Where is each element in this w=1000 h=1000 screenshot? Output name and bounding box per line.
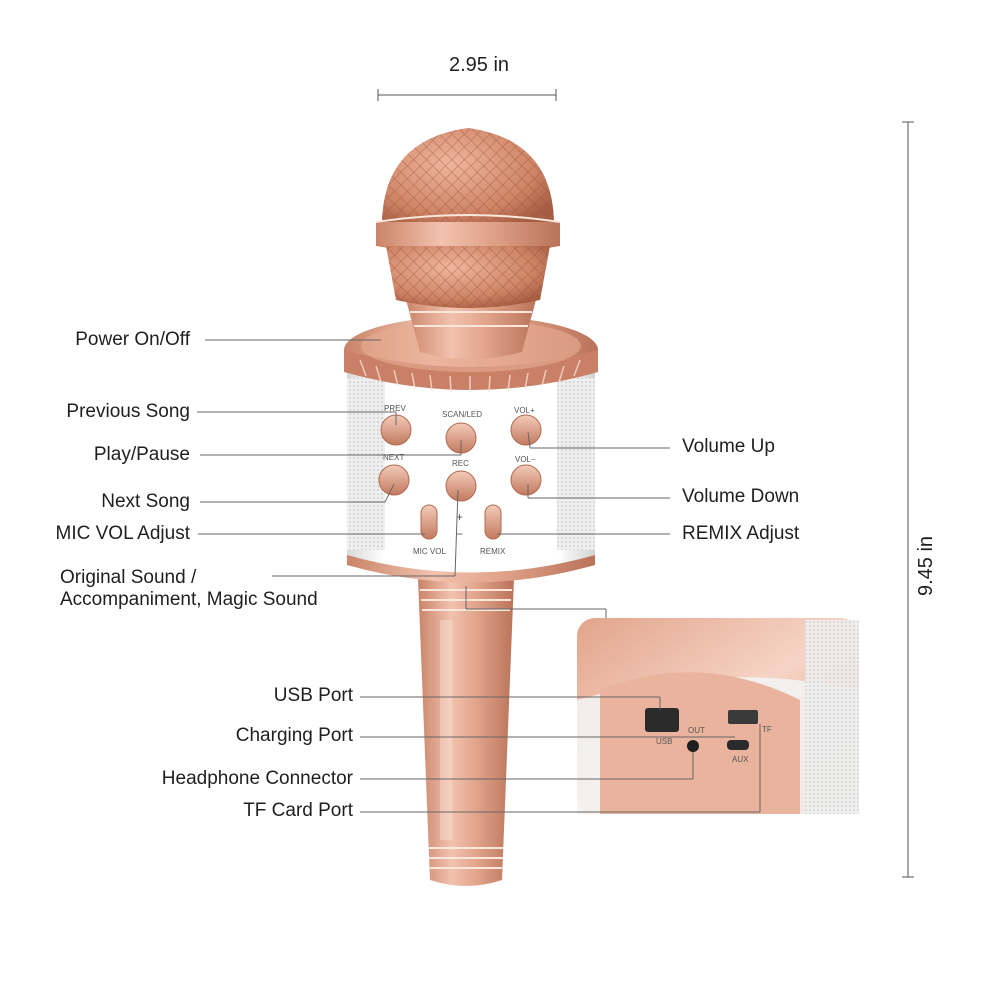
prev-label: PREV [384,404,406,413]
aux-port-label: AUX [732,755,749,764]
mic-vol-label: MIC VOL [413,547,446,556]
callout-tf-card-port: TF Card Port [243,800,353,821]
callout-play-pause: Play/Pause [93,444,190,465]
height-dimension-label: 9.45 in [915,535,938,597]
width-dimension-line [377,89,557,101]
remix-slider[interactable]: REMIX [480,504,506,556]
scan-led-label: SCAN/LED [442,410,482,419]
callout-next-song: Next Song [101,491,190,512]
callout-original-sound: Original Sound / [60,567,197,588]
remix-label: REMIX [480,547,506,556]
out-port-label: OUT [688,726,705,735]
microphone-neck [405,296,537,359]
callout-mic-vol: MIC VOL Adjust [55,523,190,544]
next-button[interactable]: NEXT [378,453,410,496]
callout-headphone-connector: Headphone Connector [161,768,353,789]
callout-remix-adjust: REMIX Adjust [682,523,800,544]
vol-down-button[interactable]: VOL− [510,455,542,496]
rec-label: REC [452,459,469,468]
callout-previous-song: Previous Song [66,401,190,422]
headphone-jack [687,740,699,752]
callout-charging-port: Charging Port [235,725,353,746]
vol-up-button[interactable]: VOL+ [510,406,542,446]
mic-vol-slider[interactable]: MIC VOL [413,504,446,556]
tf-port-label: TF [762,725,772,734]
microphone-handle [418,578,514,886]
rec-button[interactable]: REC [445,459,477,502]
callout-accompaniment: Accompaniment, Magic Sound [60,589,318,610]
microphone-head [375,128,561,308]
vol-up-label: VOL+ [514,406,535,415]
leader-lines [197,339,761,813]
minus-sign: − [456,527,463,541]
callout-usb-port: USB Port [273,685,353,706]
height-dimension-line [902,121,914,878]
usb-port-label: USB [656,737,672,746]
tf-card-slot [728,710,758,724]
plus-sign: + [456,510,463,524]
width-dimension-label: 2.95 in [449,54,510,76]
callout-power: Power On/Off [75,329,190,350]
vol-down-label: VOL− [515,455,536,464]
next-label: NEXT [383,453,404,462]
charging-port [727,740,749,750]
ports-inset: USB OUT AUX TF [577,618,859,814]
callout-volume-down: Volume Down [682,486,800,507]
callout-volume-up: Volume Up [682,436,775,457]
usb-port [645,708,679,732]
